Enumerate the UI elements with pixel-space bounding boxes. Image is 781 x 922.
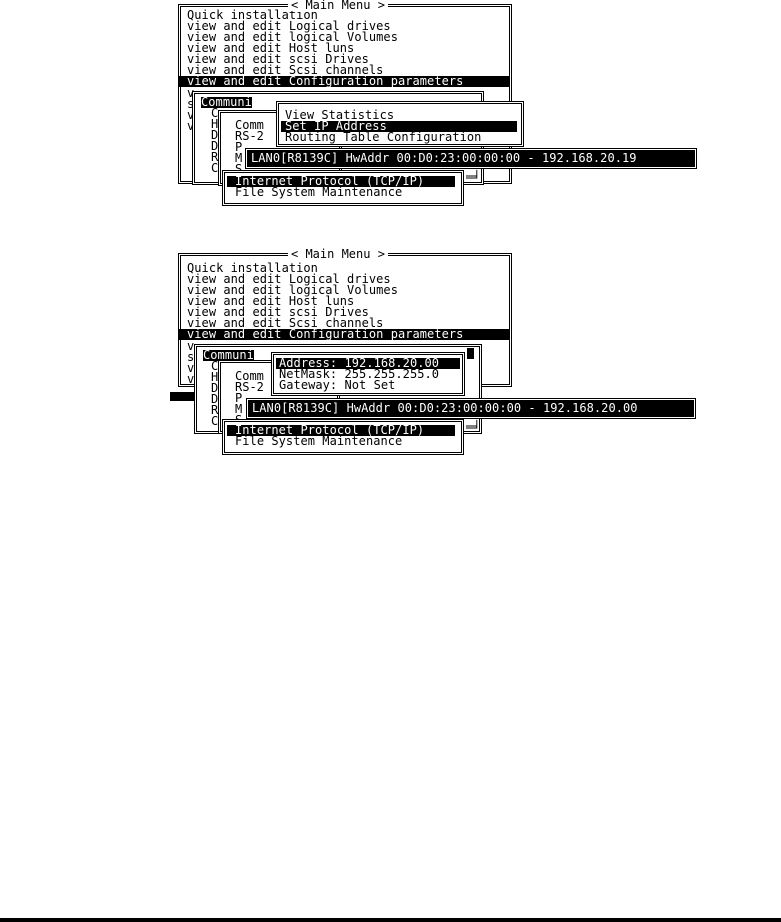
comm-sub-label[interactable]: Comm xyxy=(235,369,264,383)
menu-item-configuration-parameters[interactable]: view and edit Configuration parameters xyxy=(179,328,510,340)
menu-item-logical-drives[interactable]: view and edit Logical drives xyxy=(187,19,391,33)
config-letter: v xyxy=(187,108,195,122)
communication-letter: C xyxy=(211,106,219,120)
menu-item-internet-protocol[interactable]: Internet Protocol (TCP/IP) xyxy=(227,175,455,187)
ip-options-menu-box: View Statistics Set IP Address Routing T… xyxy=(278,103,522,145)
lan-adapter-info[interactable]: LAN0[R8139C] HwAddr 00:D0:23:00:00:00 - … xyxy=(252,401,638,415)
menu-item-scsi-drives[interactable]: view and edit scsi Drives xyxy=(187,52,369,66)
menu-item-quick-installation[interactable]: Quick installation xyxy=(187,8,318,22)
menu-item-set-ip-address[interactable]: Set IP Address xyxy=(281,120,517,132)
menu-item-host-luns[interactable]: view and edit Host luns xyxy=(187,41,355,55)
comm-sub-label[interactable]: P xyxy=(235,391,243,405)
menu-item-routing-table[interactable]: Routing Table Configuration xyxy=(285,130,482,144)
communication-menu-selected[interactable]: Communi xyxy=(201,95,252,109)
config-letter: v xyxy=(187,119,195,133)
box-corner-glyph: ═╛ xyxy=(466,420,481,434)
config-letter: s xyxy=(187,350,195,364)
main-menu-title: < Main Menu > xyxy=(288,0,388,11)
communication-letter: R xyxy=(211,403,219,417)
config-letter: v xyxy=(187,339,195,353)
network-protocol-menu-box: Internet Protocol (TCP/IP) File System M… xyxy=(224,172,462,204)
comm-sub-label[interactable]: M xyxy=(235,402,243,416)
communication-letter: R xyxy=(211,150,219,164)
box-corner-glyph: ═╛ xyxy=(466,170,481,184)
config-letter: v xyxy=(187,86,195,100)
comm-sub-label[interactable]: RS-2 xyxy=(235,129,264,143)
config-letter: v xyxy=(187,361,195,375)
communication-letter: D xyxy=(211,128,219,142)
config-letter: s xyxy=(187,97,195,111)
menu-item-logical-volumes[interactable]: view and edit logical Volumes xyxy=(187,30,398,44)
terminal-screen-2: Quick installation view and edit Logical… xyxy=(168,248,698,463)
lan-adapter-info[interactable]: LAN0[R8139C] HwAddr 00:D0:23:00:00:00 - … xyxy=(251,151,637,165)
ip-settings-box: Address: 192.168.20.00 NetMask: 255.255.… xyxy=(273,354,463,394)
menu-item-view-statistics[interactable]: View Statistics xyxy=(285,108,395,122)
communication-letter: C xyxy=(211,359,219,373)
page-footer-rule xyxy=(0,918,781,922)
menu-item-internet-protocol[interactable]: Internet Protocol (TCP/IP) xyxy=(227,424,455,436)
netmask-field[interactable]: NetMask: 255.255.255.0 xyxy=(279,367,440,381)
ip-address-field[interactable]: Address: 192.168.20.00 xyxy=(276,357,460,369)
menu-item-logical-drives[interactable]: view and edit Logical drives xyxy=(187,272,391,286)
main-menu-title: < Main Menu > xyxy=(288,248,388,260)
menu-item-host-luns[interactable]: view and edit Host luns xyxy=(187,294,355,308)
menu-item-file-system-maintenance[interactable]: File System Maintenance xyxy=(235,185,403,199)
comm-sub-label[interactable]: RS-2 xyxy=(235,380,264,394)
terminal-screen-1: Quick installation view and edit Logical… xyxy=(168,0,698,210)
comm-sub-label[interactable]: Comm xyxy=(235,118,264,132)
text-cursor xyxy=(467,348,474,359)
communication-letter: C xyxy=(211,161,219,175)
gateway-field[interactable]: Gateway: Not Set xyxy=(279,378,396,392)
communication-menu-selected[interactable]: Communi xyxy=(203,348,254,362)
menu-item-logical-volumes[interactable]: view and edit logical Volumes xyxy=(187,283,398,297)
communication-letter: D xyxy=(211,139,219,153)
communication-letter: H xyxy=(211,117,219,131)
menu-item-scsi-drives[interactable]: view and edit scsi Drives xyxy=(187,305,369,319)
communication-letter: H xyxy=(211,370,219,384)
menu-item-scsi-channels[interactable]: view and edit Scsi channels xyxy=(187,63,384,77)
comm-sub-label[interactable]: S xyxy=(235,413,243,427)
comm-sub-label[interactable]: S xyxy=(235,162,243,176)
config-letter: v xyxy=(187,372,195,386)
network-protocol-menu-box: Internet Protocol (TCP/IP) File System M… xyxy=(224,421,462,453)
comm-sub-label[interactable]: P xyxy=(235,140,243,154)
menu-item-quick-installation[interactable]: Quick installation xyxy=(187,261,318,275)
communication-letter: D xyxy=(211,381,219,395)
communication-letter: D xyxy=(211,392,219,406)
communication-letter: C xyxy=(211,414,219,428)
status-marker xyxy=(170,392,200,401)
menu-item-configuration-parameters[interactable]: view and edit Configuration parameters xyxy=(179,75,510,87)
menu-item-file-system-maintenance[interactable]: File System Maintenance xyxy=(235,434,403,448)
comm-sub-label[interactable]: M xyxy=(235,151,243,165)
lan-adapter-bar: LAN0[R8139C] HwAddr 00:D0:23:00:00:00 - … xyxy=(247,150,695,167)
menu-item-scsi-channels[interactable]: view and edit Scsi channels xyxy=(187,316,384,330)
lan-adapter-bar: LAN0[R8139C] HwAddr 00:D0:23:00:00:00 - … xyxy=(248,400,694,417)
